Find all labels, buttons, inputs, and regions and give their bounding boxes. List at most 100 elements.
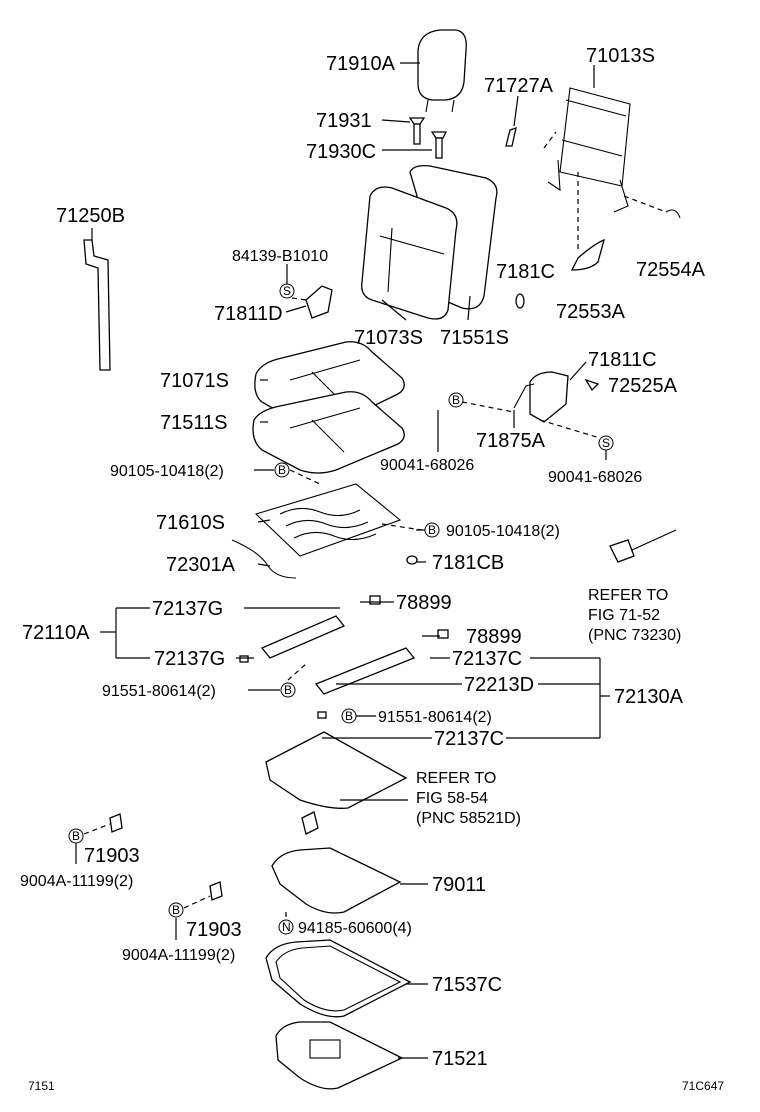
marker-s-90041b: S <box>598 435 614 451</box>
part-72301a-shape <box>231 539 297 579</box>
panel-71521-shape <box>275 1021 404 1090</box>
ref-58521d-line3: (PNC 58521D) <box>416 810 521 827</box>
lower-cover-shape <box>265 731 408 809</box>
label-94185-60600: 94185-60600(4) <box>298 920 412 937</box>
label-71073s: 71073S <box>354 327 423 349</box>
marker-b-91551b: B <box>341 708 357 724</box>
label-71811c: 71811C <box>588 349 657 371</box>
label-71875a: 71875A <box>476 430 546 452</box>
label-72137c-upper: 72137C <box>452 648 522 670</box>
seat-track-right-shape <box>314 629 449 719</box>
label-71930c: 71930C <box>306 141 376 163</box>
part-7181c-shape <box>515 293 525 309</box>
label-79011: 79011 <box>432 874 486 896</box>
label-71903-upper: 71903 <box>84 845 140 867</box>
label-91551-80614-a: 91551-80614(2) <box>102 683 216 700</box>
seatback-shape <box>361 164 498 320</box>
label-90105-10418-a: 90105-10418(2) <box>110 463 224 480</box>
part-labels: 71910A 71013S 71727A 71931 71930C 71250B… <box>20 45 706 1070</box>
footer-figure-number: 7151 <box>28 1079 55 1093</box>
footer-drawing-code: 71C647 <box>682 1079 724 1093</box>
part-71875a-shape <box>513 383 535 409</box>
seat-belt-buckle-shape <box>609 529 677 563</box>
label-7181c: 7181C <box>496 261 555 283</box>
label-71071s: 71071S <box>160 370 229 392</box>
label-72554a: 72554A <box>636 259 706 281</box>
svg-text:B: B <box>345 709 353 723</box>
label-9004a-11199-lower: 9004A-11199(2) <box>122 947 235 964</box>
label-9004a-11199-upper: 9004A-11199(2) <box>20 873 133 890</box>
label-90041-68026-b: 90041-68026 <box>548 469 642 486</box>
label-71013s: 71013S <box>586 45 655 67</box>
label-71551s: 71551S <box>440 327 509 349</box>
part-72525a-shape <box>584 378 600 392</box>
svg-text:B: B <box>172 903 180 917</box>
leader-lines <box>75 62 610 1059</box>
part-72553a-shape <box>570 238 605 271</box>
lower-cover-tab <box>301 811 319 835</box>
headrest-support-shape <box>408 117 448 159</box>
seatback-frame-shape <box>547 87 631 213</box>
svg-text:B: B <box>284 683 292 697</box>
label-72553a: 72553A <box>556 301 626 323</box>
seat-track-left-shape <box>239 595 381 663</box>
marker-b-90105b: B <box>424 522 440 538</box>
part-71250b-shape <box>83 239 111 371</box>
label-72301a: 72301A <box>166 554 236 576</box>
label-71521: 71521 <box>432 1048 488 1070</box>
label-72110a: 72110A <box>22 622 90 644</box>
svg-text:S: S <box>283 284 291 298</box>
svg-text:B: B <box>452 393 460 407</box>
part-72554a-shape <box>665 209 681 219</box>
label-71250b: 71250B <box>56 205 125 227</box>
label-91551-80614-b: 91551-80614(2) <box>378 709 492 726</box>
part-71811c-shape <box>529 371 569 423</box>
tray-79011-shape <box>271 847 402 914</box>
marker-b-9004a-upper: B <box>68 828 84 844</box>
seat-frame-shape <box>254 483 402 557</box>
label-71931: 71931 <box>316 110 372 132</box>
part-71727a-shape <box>505 127 517 147</box>
ref-58521d-line2: FIG 58-54 <box>416 790 488 807</box>
ref-73230-line3: (PNC 73230) <box>588 627 681 644</box>
label-72130a: 72130A <box>614 686 684 708</box>
ref-58521d-line1: REFER TO <box>416 770 496 787</box>
label-78899-b: 78899 <box>466 626 522 648</box>
label-84139-b1010: 84139-B1010 <box>232 248 328 265</box>
dashed-leaders <box>83 131 667 920</box>
label-7181cb: 7181CB <box>432 552 504 574</box>
cushion-pad-shape <box>252 391 405 474</box>
clip-71903-lower-shape <box>209 881 223 901</box>
marker-b-9004a-lower: B <box>168 902 184 918</box>
label-72213d: 72213D <box>464 674 534 696</box>
marker-b-90105a: B <box>274 462 290 478</box>
panel-71521-window <box>309 1039 341 1059</box>
label-71610s: 71610S <box>156 512 225 534</box>
clip-71903-upper-shape <box>109 813 123 833</box>
ref-73230-line1: REFER TO <box>588 587 668 604</box>
label-72137g-lower: 72137G <box>154 648 225 670</box>
label-90105-10418-b: 90105-10418(2) <box>446 523 560 540</box>
headrest-shape <box>417 29 467 113</box>
part-7181cb-shape <box>406 555 418 565</box>
svg-text:N: N <box>282 920 291 934</box>
svg-text:B: B <box>428 523 436 537</box>
label-71511s: 71511S <box>160 412 227 434</box>
marker-s-84139: S <box>279 283 295 299</box>
marker-n-94185: N <box>278 919 294 935</box>
label-72137g-upper: 72137G <box>152 598 223 620</box>
label-71910a: 71910A <box>326 53 396 75</box>
label-90041-68026-a: 90041-68026 <box>380 457 474 474</box>
ref-73230-line2: FIG 71-52 <box>588 607 660 624</box>
label-71903-lower: 71903 <box>186 919 242 941</box>
svg-text:S: S <box>602 436 610 450</box>
label-71811d: 71811D <box>214 303 283 325</box>
label-72137c-lower: 72137C <box>434 728 504 750</box>
label-71537c: 71537C <box>432 974 502 996</box>
label-72525a: 72525A <box>608 375 678 397</box>
svg-text:B: B <box>278 463 286 477</box>
cushion-pad-seams <box>289 407 361 453</box>
label-71727a: 71727A <box>484 75 554 97</box>
